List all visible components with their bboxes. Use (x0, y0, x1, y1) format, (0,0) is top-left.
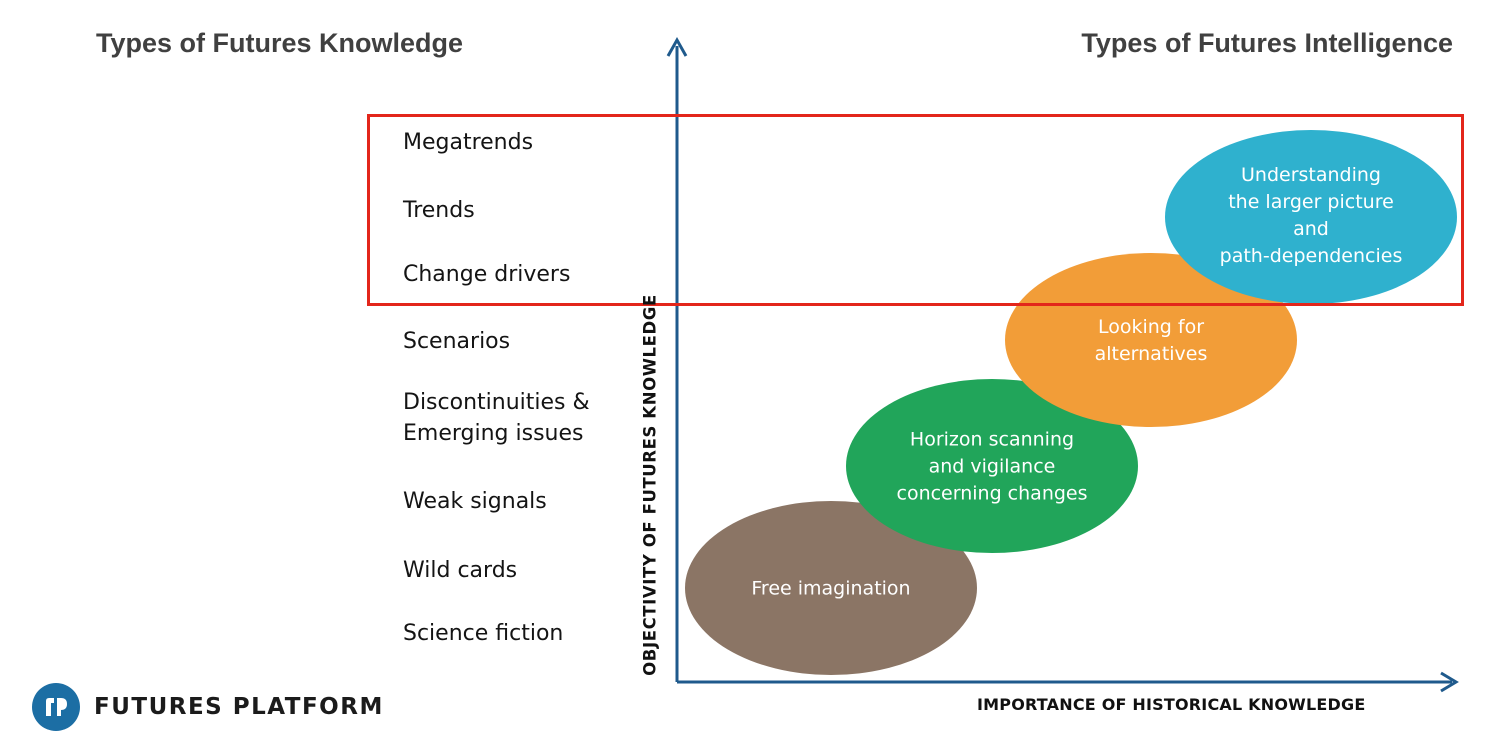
x-axis-label: IMPORTANCE OF HISTORICAL KNOWLEDGE (977, 695, 1366, 714)
knowledge-item-megatrends: Megatrends (403, 130, 534, 155)
highlight-box (367, 114, 1464, 306)
knowledge-item-trends: Trends (403, 198, 475, 223)
knowledge-item-change-drivers: Change drivers (403, 262, 571, 287)
ellipse-free-imagination (685, 501, 977, 675)
futures-platform-logo-icon (32, 683, 80, 731)
knowledge-item-wild-cards: Wild cards (403, 558, 518, 583)
knowledge-title: Types of Futures Knowledge (96, 28, 464, 58)
x-axis-arrow-icon (1440, 671, 1459, 693)
label-understanding-larger-picture: Understanding the larger picture and pat… (1219, 164, 1403, 267)
futures-platform-logo: FUTURES PLATFORM (32, 683, 384, 731)
knowledge-item-science-fiction: Science fiction (403, 621, 564, 646)
knowledge-item-scenarios: Scenarios (403, 329, 511, 354)
y-axis-label: OBJECTIVITY OF FUTURES KNOWLEDGE (640, 294, 660, 676)
ellipse-horizon-scanning (846, 379, 1138, 553)
label-horizon-scanning: Horizon scanning and vigilance concernin… (896, 428, 1088, 505)
ellipse-understanding-larger-picture (1165, 130, 1457, 304)
label-looking-for-alternatives: Looking for alternatives (1094, 316, 1208, 365)
intelligence-title: Types of Futures Intelligence (1081, 28, 1453, 58)
ellipse-looking-for-alternatives (1005, 253, 1297, 427)
futures-platform-logo-text: FUTURES PLATFORM (94, 694, 384, 720)
knowledge-item-weak-signals: Weak signals (403, 489, 547, 514)
y-axis-arrow-icon (666, 36, 688, 57)
knowledge-item-discontinuities: Discontinuities & Emerging issues (403, 390, 590, 446)
label-free-imagination: Free imagination (751, 577, 911, 600)
